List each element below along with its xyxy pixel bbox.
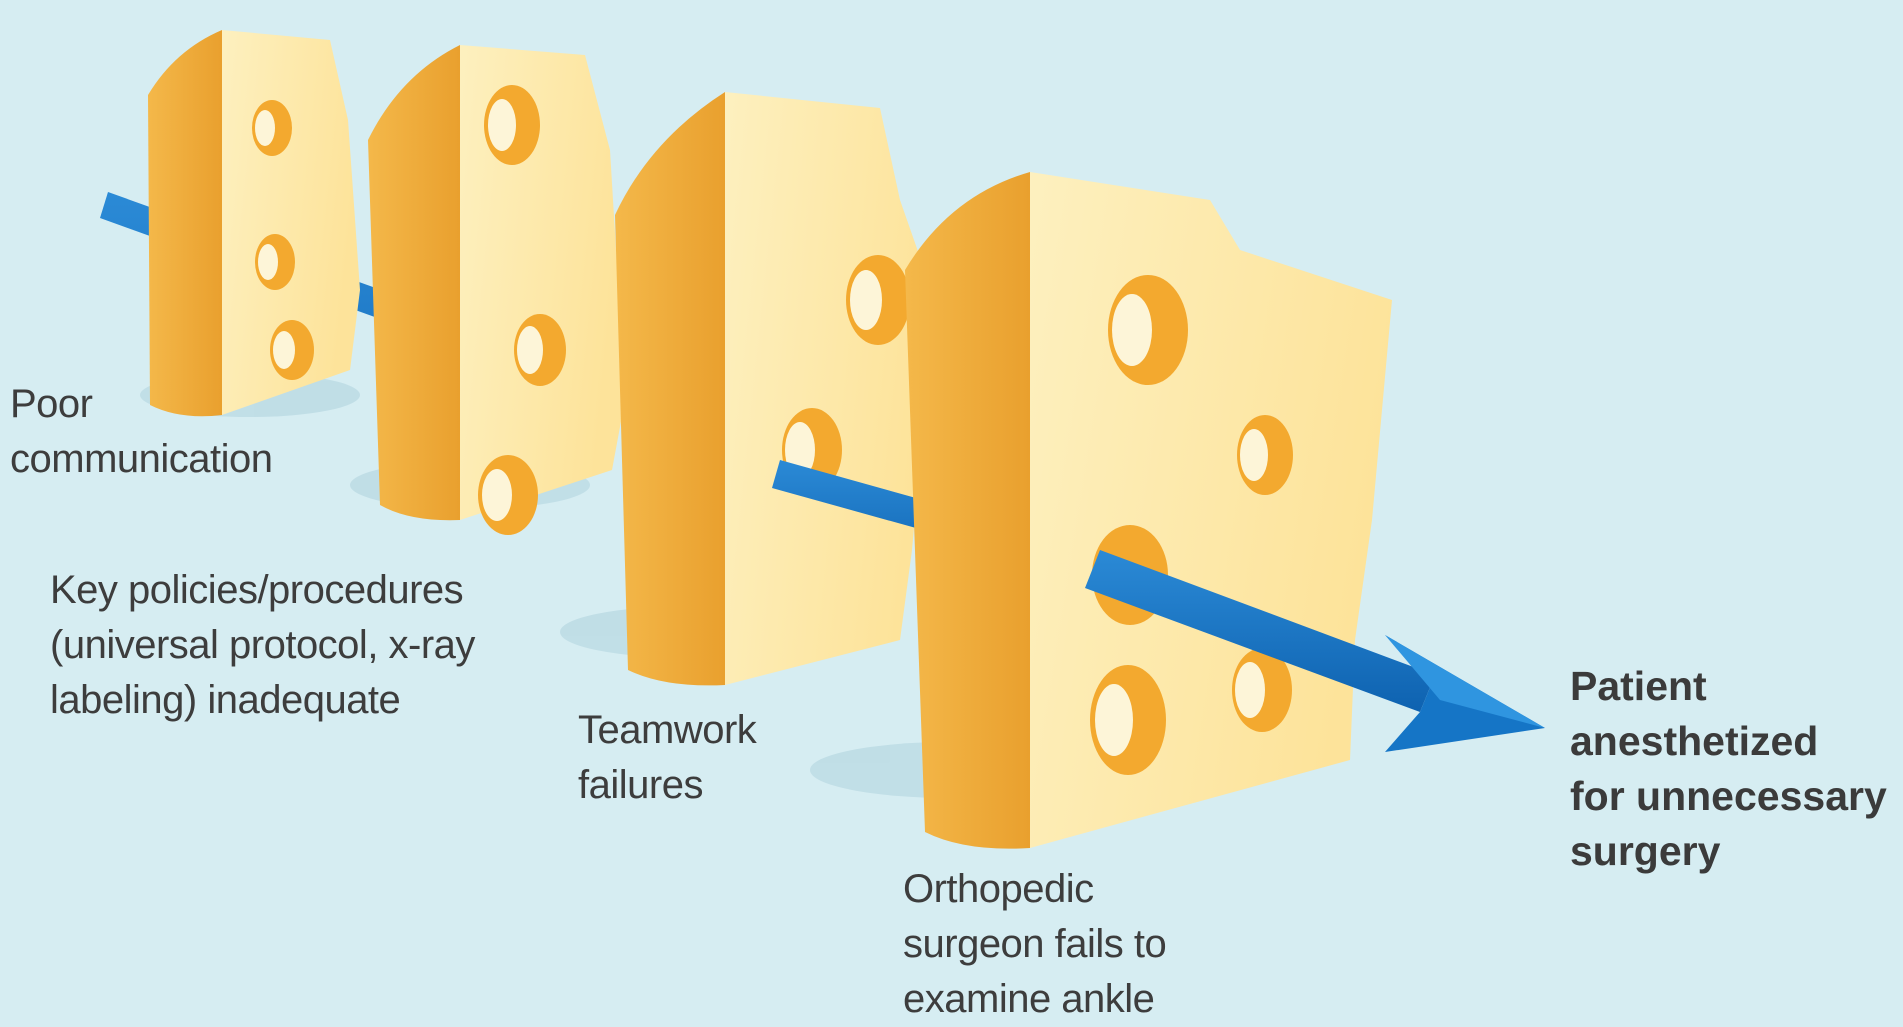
label-key-policies: Key policies/procedures (universal proto…: [50, 563, 475, 728]
cheese-slice-3: [615, 92, 935, 685]
cheese-slice-2: [368, 45, 625, 535]
cheese-slice-4: [905, 172, 1392, 849]
label-poor-communication: Poor communication: [10, 377, 273, 487]
cheese-slice-1: [148, 30, 360, 416]
outcome-label: Patient anesthetized for unnecessary sur…: [1570, 659, 1887, 879]
label-teamwork-failures: Teamwork failures: [578, 703, 756, 813]
label-orthopedic-surgeon: Orthopedic surgeon fails to examine ankl…: [903, 862, 1166, 1027]
